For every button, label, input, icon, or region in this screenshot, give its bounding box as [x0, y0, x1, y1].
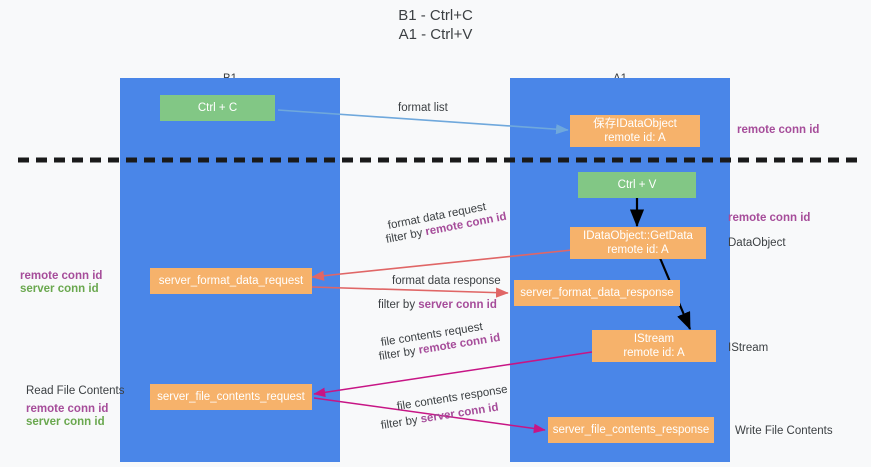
node-idataobject-getdata[interactable]: IDataObject::GetData remote id: A: [570, 227, 706, 259]
arrow-format-data-response: [311, 286, 509, 298]
node-ctrl-v[interactable]: Ctrl + V: [578, 172, 696, 198]
node-server-format-data-response[interactable]: server_format_data_response: [514, 280, 680, 306]
arrow-format-list: [277, 109, 569, 135]
arrow-file-contents-response: [313, 397, 546, 434]
node-server-format-data-request-line1: server_format_data_request: [158, 275, 304, 287]
filter-highlight-server-conn-id-1: server conn id: [418, 299, 497, 311]
annotation-remote-conn-id-left-2: remote conn id: [26, 403, 109, 415]
node-ctrl-v-line1: Ctrl + V: [617, 179, 657, 191]
node-istream-line1: IStream: [633, 333, 675, 345]
arrow-format-data-request: [311, 249, 573, 281]
node-istream-line2: remote id: A: [623, 347, 685, 359]
node-idataobject-getdata-line2: remote id: A: [607, 244, 669, 256]
annotation-server-conn-id-left-2: server conn id: [26, 416, 105, 428]
edge-label-format-data-response-filter: filter by server conn id: [378, 298, 497, 312]
annotation-remote-conn-id-mid: remote conn id: [728, 212, 811, 224]
node-server-file-contents-request-line1: server_file_contents_request: [157, 391, 305, 403]
node-ctrl-c[interactable]: Ctrl + C: [160, 95, 275, 121]
annotation-remote-conn-id-top: remote conn id: [737, 124, 820, 136]
node-server-format-data-request[interactable]: server_format_data_request: [150, 268, 312, 294]
filter-prefix-2: filter by: [378, 299, 419, 311]
node-save-idataobject[interactable]: 保存IDataObject remote id: A: [570, 115, 700, 147]
node-ctrl-c-line1: Ctrl + C: [197, 102, 238, 114]
node-server-file-contents-request[interactable]: server_file_contents_request: [150, 384, 312, 410]
node-server-file-contents-response[interactable]: server_file_contents_response: [548, 417, 714, 443]
annotation-remote-conn-id-left-1: remote conn id: [20, 270, 103, 282]
annotation-dataobject: DataObject: [728, 237, 786, 249]
annotation-server-conn-id-left-1: server conn id: [20, 283, 99, 295]
arrow-file-contents-request: [313, 351, 593, 398]
page-title: B1 - Ctrl+C A1 - Ctrl+V: [398, 7, 473, 43]
annotation-istream: IStream: [728, 342, 769, 354]
annotation-write-file-contents: Write File Contents: [735, 425, 833, 437]
node-istream[interactable]: IStream remote id: A: [592, 330, 716, 362]
edge-label-format-list: format list: [398, 102, 448, 114]
node-server-file-contents-response-line1: server_file_contents_response: [552, 424, 710, 436]
node-save-idataobject-line2: remote id: A: [604, 132, 666, 144]
node-server-format-data-response-line1: server_format_data_response: [520, 287, 674, 299]
node-idataobject-getdata-line1: IDataObject::GetData: [583, 230, 693, 242]
annotation-read-file-contents: Read File Contents: [26, 385, 125, 397]
edge-label-format-data-response: format data response: [392, 275, 501, 287]
node-save-idataobject-line1: 保存IDataObject: [593, 118, 677, 130]
